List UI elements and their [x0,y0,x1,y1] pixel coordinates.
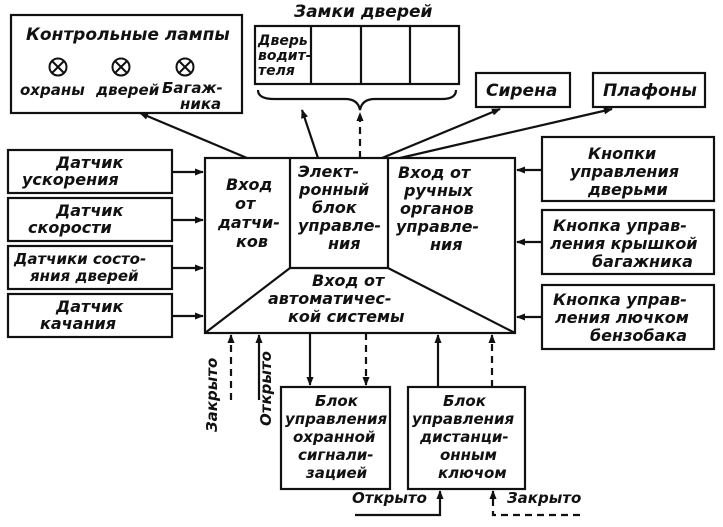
tilt-sensor-box [6,292,174,339]
lamp-label-security: охраны [20,81,85,99]
acceleration-sensor-label: Датчик ускорения [22,153,129,189]
alarm-control-unit-box [279,385,392,491]
arrow-to-siren [381,107,501,160]
alarm-control-unit-label: Блок управления охранной сигнали- зацией [285,392,392,482]
remote-key-unit-box [406,385,527,491]
lamp-icon [175,57,195,77]
door-control-buttons-label: Кнопки управления дверьми [570,144,685,199]
signal-open-bottom: Открыто [352,489,427,507]
lamp-icon [111,57,131,77]
input-from-sensors-label: Вход от датчи- ков [217,175,285,251]
ceiling-lights-label: Плафоны [603,81,697,101]
lamp-icon [48,57,68,77]
arrow-to-door-locks [300,109,320,159]
control-lamps-title: Контрольные лампы [26,25,230,45]
lamp-label-doors: дверей [95,81,160,99]
arrow-to-ceiling-lights [399,107,613,160]
tilt-sensor-label: Датчик качания [40,297,129,333]
door-locks-title: Замки дверей [293,2,433,22]
fuel-hatch-button-box [540,283,716,351]
signal-closed-bottom: Закрыто [507,489,581,507]
siren-label: Сирена [486,81,557,101]
speed-sensor-label: Датчик скорости [28,201,129,237]
driver-door-lock-label: Дверь водит- теля [257,33,316,79]
trunk-lid-button-label: Кнопка управ- ления крышкой багажника [550,216,703,271]
fuel-hatch-button-label: Кнопка управ- ления лючком бензобака [553,290,694,345]
ceiling-lights-box [591,71,707,109]
siren-box [474,71,572,109]
control-lamps-panel: Контрольные лампы охраны дверей Багаж- н… [9,13,244,115]
locks-brace [256,89,458,111]
input-from-automatic-system-label: Вход от автоматичес- кой системы [268,271,405,326]
dashed-arrow-closed-into-remote-unit [489,490,580,517]
trunk-lid-button-box [540,208,716,276]
arrow-open-into-remote-unit [355,490,444,517]
electronic-control-unit-label: Элект- ронный блок управле- ния [298,162,387,253]
lamp-label-trunk: Багаж- ника [162,79,228,113]
speed-sensor-box [6,196,174,243]
door-control-buttons-box [540,135,716,203]
input-from-manual-controls-label: Вход от ручных органов управле- ния [396,163,485,254]
signal-closed-left: Закрыто [203,358,221,432]
door-locks: Замки дверей Дверь водит- теля [253,2,461,111]
signal-open-left: Открыто [257,351,275,426]
arrow-to-control-lamps [139,111,248,160]
door-state-sensors-label: Датчики состо- яния дверей [13,250,151,285]
central-block: Вход от датчи- ков Элект- ронный блок уп… [203,156,517,335]
remote-key-unit-label: Блок управления дистанци- онным ключом [412,392,519,482]
